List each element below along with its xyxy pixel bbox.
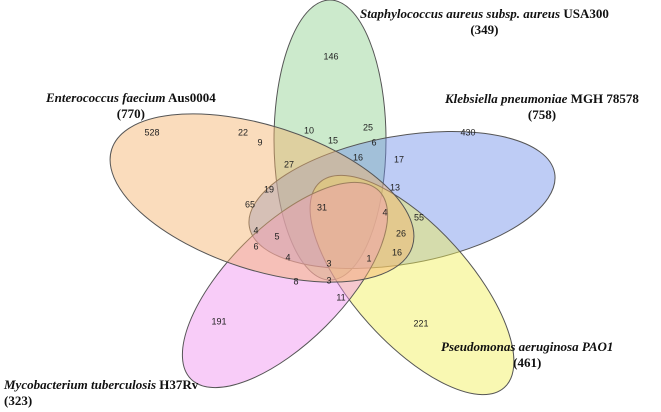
region-count: 6 <box>371 137 376 147</box>
region-count: 19 <box>264 184 274 194</box>
ellipse-pseudomonas <box>309 174 515 396</box>
region-count: 5 <box>274 231 279 241</box>
region-count: 15 <box>328 135 338 145</box>
region-count: 146 <box>323 51 338 61</box>
region-count: 6 <box>253 241 258 251</box>
region-count: 3 <box>326 258 331 268</box>
region-count: 10 <box>304 125 314 135</box>
region-count: 27 <box>284 159 294 169</box>
ellipse-klebsiella <box>248 130 556 270</box>
region-count: 528 <box>144 127 159 137</box>
region-count: 9 <box>257 137 262 147</box>
region-count: 31 <box>317 202 327 212</box>
region-count: 8 <box>293 276 298 286</box>
region-count: 11 <box>336 292 345 302</box>
region-count: 16 <box>353 152 363 162</box>
label-mycobacterium: Mycobacterium tuberculosis H37Rv (323) <box>4 377 199 408</box>
region-count: 1 <box>366 253 371 263</box>
region-count: 25 <box>363 122 373 132</box>
region-count: 4 <box>382 207 387 217</box>
region-count: 22 <box>238 127 248 137</box>
ellipse-staphylococcus <box>273 0 387 281</box>
region-count: 4 <box>253 225 258 235</box>
ellipse-enterococcus <box>109 113 415 283</box>
region-count: 26 <box>396 228 406 238</box>
region-count: 16 <box>392 247 402 257</box>
label-staphylococcus: Staphylococcus aureus subsp. aureus USA3… <box>360 6 609 37</box>
region-count: 3 <box>326 275 331 285</box>
region-count: 430 <box>460 127 475 137</box>
label-pseudomonas: Pseudomonas aeruginosa PAO1 (461) <box>441 339 614 370</box>
region-count: 4 <box>285 252 290 262</box>
region-count: 55 <box>414 212 424 222</box>
region-count: 17 <box>394 154 404 164</box>
region-count: 65 <box>245 199 255 209</box>
region-count: 191 <box>211 316 226 326</box>
label-klebsiella: Klebsiella pneumoniae MGH 78578 (758) <box>445 91 639 122</box>
ellipse-mycobacterium <box>181 181 389 389</box>
region-count: 221 <box>413 318 428 328</box>
label-enterococcus: Enterococcus faecium Aus0004 (770) <box>46 90 216 121</box>
region-count: 13 <box>390 182 400 192</box>
